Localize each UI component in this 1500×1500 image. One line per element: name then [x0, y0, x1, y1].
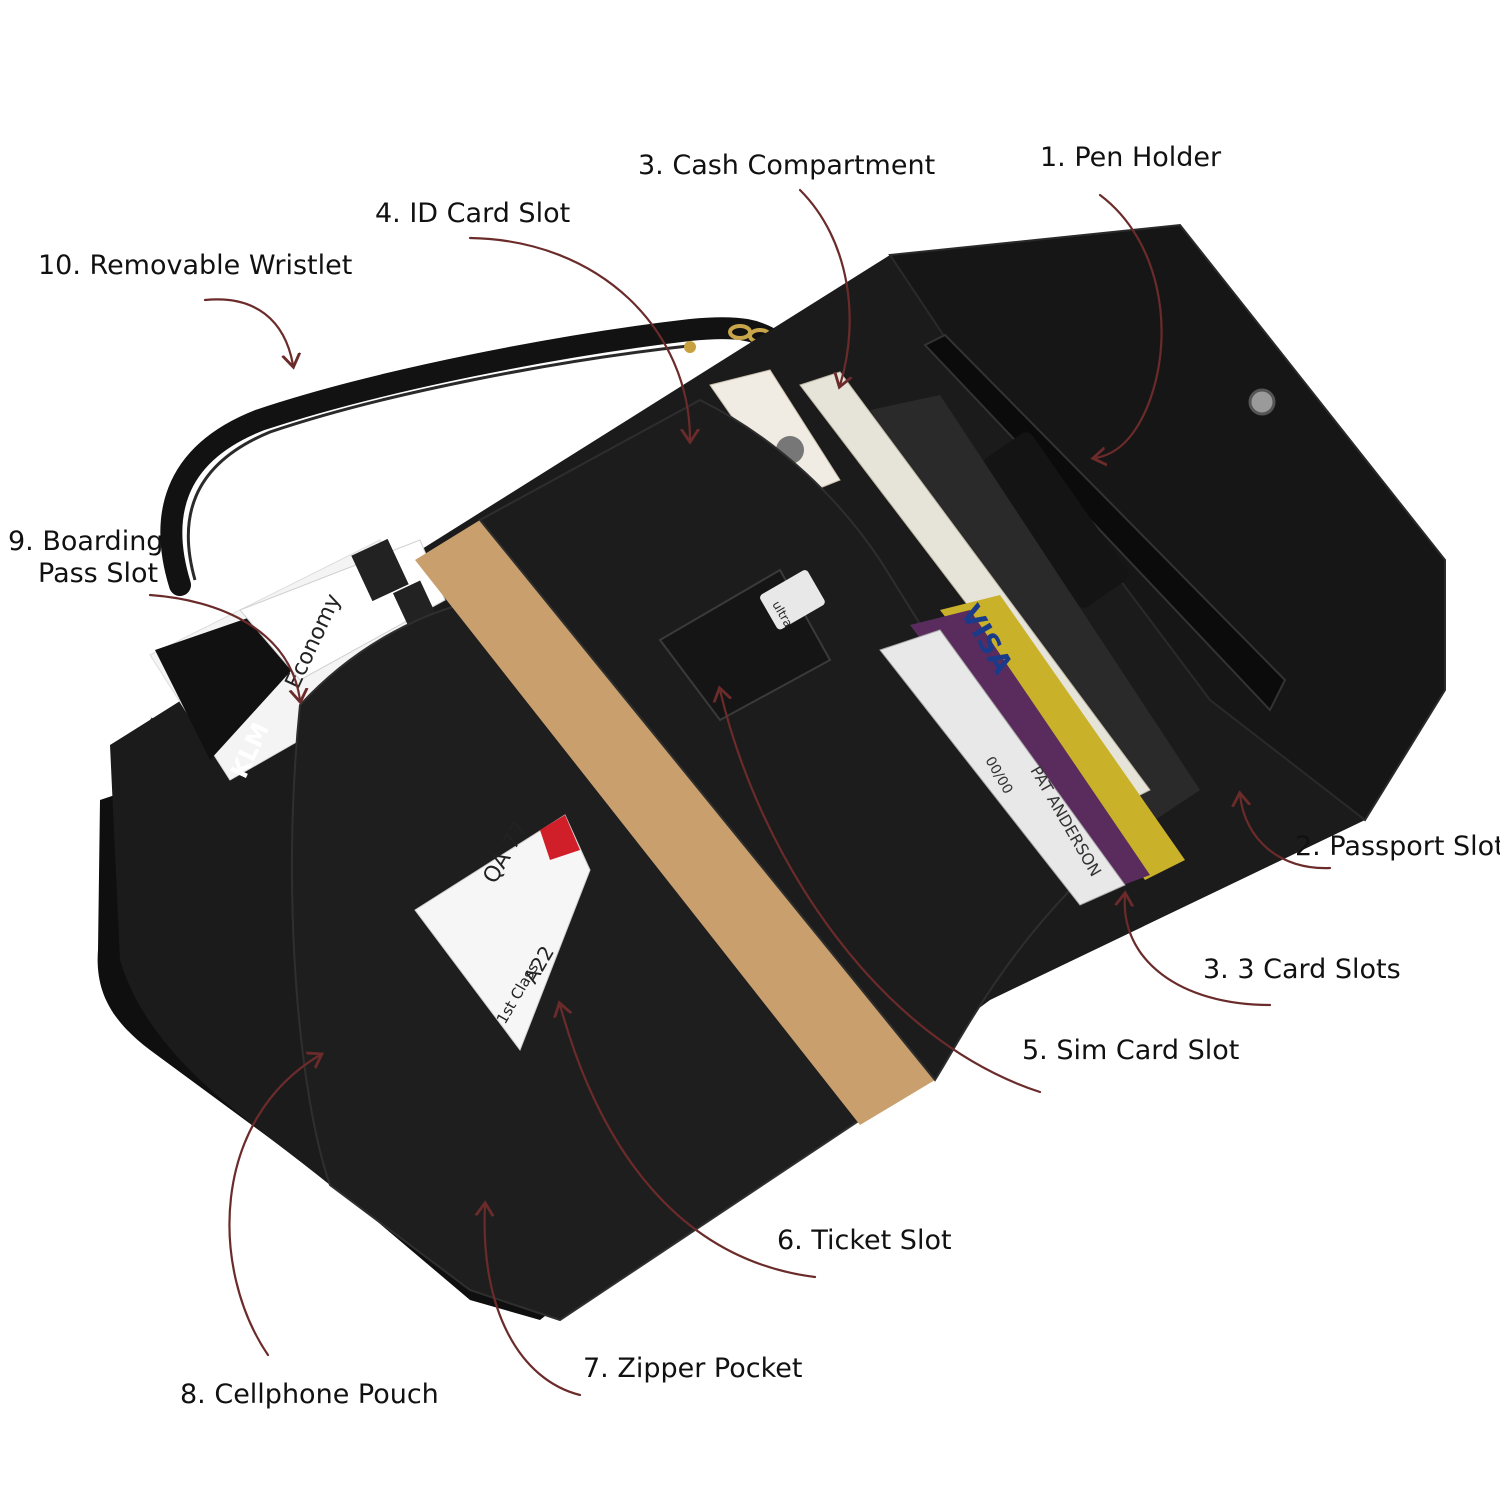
- arrow-cash-compartment: [798, 188, 850, 385]
- callout-arrows: [148, 188, 1332, 1397]
- boarding-pass-tickets: Economy KLM: [149, 538, 446, 783]
- label-cellphone-pouch: 8. Cellphone Pouch: [180, 1379, 439, 1410]
- arrow-cellphone-pouch: [228, 1055, 320, 1357]
- snap-button: [1248, 388, 1276, 416]
- pen: [923, 333, 1287, 712]
- label-ticket-slot: 6. Ticket Slot: [777, 1225, 952, 1256]
- arrow-zipper-pocket: [485, 1205, 582, 1397]
- label-id-card-slot: 4. ID Card Slot: [375, 198, 570, 229]
- label-cash-compartment: 3. Cash Compartment: [638, 150, 935, 181]
- wristlet-strap: [160, 317, 791, 596]
- arrow-removable-wristlet: [203, 298, 293, 365]
- wallet-illustration: Economy KLM ultra: [97, 223, 1446, 1322]
- credit-cards: VISA PAT ANDERSON 00/00: [879, 595, 1185, 906]
- strap-rivet: [684, 341, 696, 353]
- callout-labels: 1. Pen Holder 2. Passport Slot 3. Cash C…: [8, 142, 1500, 1410]
- label-card-slots: 3. 3 Card Slots: [1203, 954, 1401, 985]
- arrow-pen-holder: [1095, 193, 1163, 458]
- arrow-passport-slot: [1240, 795, 1332, 870]
- arrow-id-card-slot: [468, 236, 690, 440]
- left-inner-panel: [290, 598, 862, 1322]
- label-removable-wristlet: 10. Removable Wristlet: [38, 250, 352, 281]
- label-sim-card-slot: 5. Sim Card Slot: [1022, 1035, 1239, 1066]
- label-boarding-pass-slot-line1: 9. Boarding: [8, 526, 163, 557]
- arrow-card-slots: [1125, 895, 1272, 1007]
- arrow-sim-card-slot: [720, 690, 1042, 1094]
- label-zipper-pocket: 7. Zipper Pocket: [583, 1353, 802, 1384]
- sim-card-holder: ultra: [658, 568, 832, 722]
- arrow-boarding-pass-slot: [148, 593, 300, 700]
- label-passport-slot: 2. Passport Slot: [1295, 831, 1500, 862]
- passport: [870, 395, 1200, 830]
- arrow-ticket-slot: [560, 1005, 817, 1279]
- label-boarding-pass-slot-line2: Pass Slot: [38, 558, 158, 589]
- label-pen-holder: 1. Pen Holder: [1040, 142, 1222, 173]
- tan-divider: [415, 520, 935, 1125]
